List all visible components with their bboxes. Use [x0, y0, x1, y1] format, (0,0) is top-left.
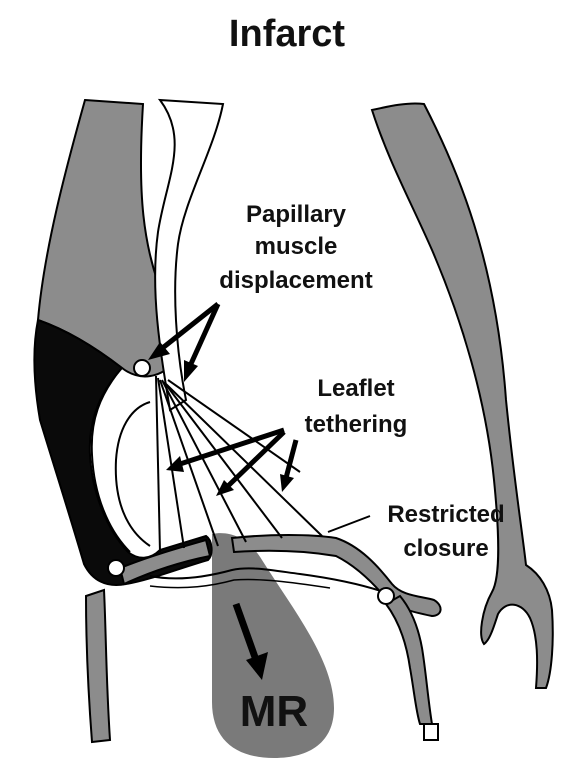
papillary-label-line-1: Papillary — [246, 201, 347, 228]
papillary-label-line-2: muscle — [255, 233, 338, 260]
restricted-label-line-2: closure — [403, 535, 488, 562]
right-wall-end-box — [424, 724, 438, 740]
left-annulus-point — [108, 560, 124, 576]
leaflet-label-line-1: Leaflet — [317, 375, 394, 402]
inner-chamber-outline — [116, 402, 150, 546]
leaflet-tethering-arrows — [166, 430, 296, 496]
mr-label: MR — [240, 687, 308, 736]
leaflet-label-line-2: tethering — [305, 411, 408, 438]
papillary-label-line-3: displacement — [219, 267, 372, 294]
diagram-title: Infarct — [229, 13, 345, 55]
left-lower-wall — [86, 590, 110, 742]
restricted-label-line-1: Restricted — [387, 501, 504, 528]
papillary-muscle-point — [134, 360, 150, 376]
restricted-closure-leader — [328, 516, 370, 532]
right-annulus-point — [378, 588, 394, 604]
